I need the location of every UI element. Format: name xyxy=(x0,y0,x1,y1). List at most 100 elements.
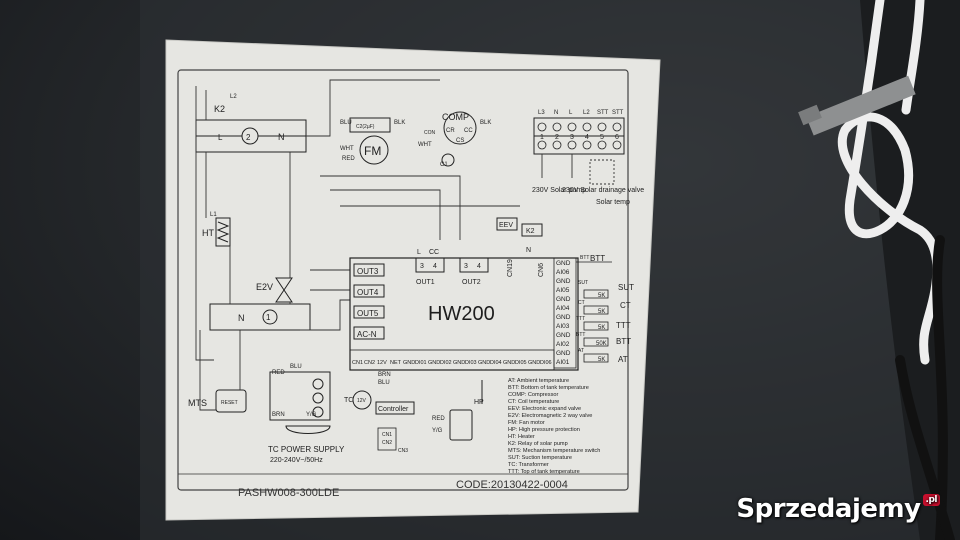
watermark-tld: .pl xyxy=(922,494,940,506)
cn-label: CN1 xyxy=(382,432,392,438)
fan-wire-red: RED xyxy=(342,156,355,162)
k2-box-label: K2 xyxy=(526,228,535,235)
comp-wire-wht: WHT xyxy=(418,142,432,148)
wire-label: Y/G xyxy=(306,412,317,418)
mts-switch xyxy=(215,389,247,413)
board-bottom-labels: CN1 CN2 12V NET GND DI01 GND DI02 GND DI… xyxy=(352,360,552,366)
reset-label: RESET xyxy=(221,400,238,406)
legend-item: COMP: Compressor xyxy=(508,392,558,398)
sensor-tag: CT xyxy=(578,300,585,306)
port-b: NET xyxy=(390,360,402,366)
term-num: 1 xyxy=(540,134,544,141)
legend-item: HT: Heater xyxy=(508,434,535,440)
sensor-tag: BTT xyxy=(580,255,589,261)
l-label-top: L xyxy=(218,133,223,142)
port-b: GND xyxy=(528,360,540,366)
inner-border xyxy=(177,69,629,491)
pin-3b: 3 xyxy=(464,263,468,270)
fan-wire-blk: BLK xyxy=(394,120,405,126)
wire-label: BLU xyxy=(290,364,302,370)
background-wires xyxy=(895,235,955,540)
term-num: 6 xyxy=(615,134,619,141)
cn-label: CN2 xyxy=(382,440,392,446)
port-r-ai01: AI01 xyxy=(556,359,570,366)
term-num: 2 xyxy=(555,134,559,141)
port-b: DI05 xyxy=(515,360,527,366)
pin-4b: 4 xyxy=(477,263,481,270)
port-out5: OUT5 xyxy=(357,309,379,318)
port-b: GND xyxy=(428,360,440,366)
power-terminal-labels: BRN BLU Y/G RED xyxy=(272,364,317,418)
comp-pin-cs: CS xyxy=(456,138,464,144)
hp-switch xyxy=(449,380,483,441)
terminal-top-labels: L3 N L L2 STT STT xyxy=(538,110,624,116)
port-n: N xyxy=(526,247,531,254)
legend-item: E2V: Electromagnetic 2 way valve xyxy=(508,413,592,419)
term-num: 5 xyxy=(600,134,604,141)
fan-wire-blu: BLU xyxy=(340,120,352,126)
wire-label: RED xyxy=(272,370,285,376)
port-out1: OUT1 xyxy=(416,279,435,286)
comp-wire-blk: BLK xyxy=(480,120,491,126)
port-b: DI04 xyxy=(490,360,502,366)
board-right-labels: GND AI06 GND AI05 GND AI04 GND AI03 GND … xyxy=(556,260,571,366)
comp-wire-con: CON xyxy=(424,130,436,136)
port-r-gnd: GND xyxy=(556,278,571,285)
sensor-tags: BTT SUT CT TTT BTT AT xyxy=(576,255,589,354)
legend-item: TTT: Top of tank temperature xyxy=(508,469,580,475)
term-top-label: STT xyxy=(612,110,624,116)
valve-e2v xyxy=(275,277,293,303)
port-r-ai06: AI06 xyxy=(556,269,570,276)
pin-l: L xyxy=(417,249,421,256)
sensor-label: BTT xyxy=(590,254,605,263)
board-top-ports: L CC 3 4 3 4 OUT1 OUT2 CN19 CN6 N xyxy=(415,247,545,286)
l2-label: L2 xyxy=(230,94,237,100)
cn-label: CN3 xyxy=(398,448,408,454)
load-solar-pump: 230V Solar pump xyxy=(532,187,586,194)
code-number: CODE:20130422-0004 xyxy=(456,479,568,491)
board-name: HW200 xyxy=(428,303,495,325)
port-b: CN1 xyxy=(352,360,363,366)
sensor-label: BTT xyxy=(616,337,631,346)
tc-label: TC xyxy=(344,397,353,404)
port-b: DI02 xyxy=(440,360,452,366)
solar-loads-wiring xyxy=(541,154,615,185)
port-r-gnd: GND xyxy=(556,314,571,321)
fan-label: FM xyxy=(364,144,381,158)
legend-item: MTS: Mechanism temperature switch xyxy=(508,448,600,454)
terminal-block xyxy=(533,117,625,155)
wire-blu-b: BLU xyxy=(378,380,390,386)
port-cn6: CN6 xyxy=(538,263,545,277)
term-top-label: L2 xyxy=(583,110,590,116)
ht-label: HT xyxy=(202,228,214,238)
watermark-text: Sprzedajemy xyxy=(736,494,921,524)
legend-item: K2: Relay of solar pump xyxy=(508,441,568,447)
controller-label: Controller xyxy=(378,406,409,413)
sensor-value: 50K xyxy=(596,341,607,347)
casing-edge xyxy=(860,0,960,540)
fan-cap-label: C2(2µF) xyxy=(356,124,375,130)
cn-connectors xyxy=(377,427,397,451)
board-left-ports: OUT3 OUT4 OUT5 AC-N xyxy=(353,263,385,340)
num-1-label: 1 xyxy=(266,313,271,322)
term-num: 4 xyxy=(585,134,589,141)
term-top-label: STT xyxy=(597,110,609,116)
power-supply-title: TC POWER SUPPLY xyxy=(268,445,345,454)
sensor-tag: TTT xyxy=(576,316,585,322)
port-b: 12V xyxy=(377,360,387,366)
l1-label: L1 xyxy=(210,212,217,218)
terminal-screws xyxy=(537,122,622,150)
watermark: Sprzedajemy.pl xyxy=(736,494,940,524)
load-drainage-valve: 230V Solar drainage valve xyxy=(562,187,644,194)
port-b: GND xyxy=(453,360,465,366)
legend-item: SUT: Suction temperature xyxy=(508,455,572,461)
port-b: GND xyxy=(503,360,515,366)
port-r-ai05: AI05 xyxy=(556,287,570,294)
mts-label: MTS xyxy=(188,398,207,408)
legend-item: BTT: Bottom of tank temperature xyxy=(508,385,589,391)
sensor-value: 5K xyxy=(598,357,605,363)
label-sticker xyxy=(165,39,661,521)
legend-item: HP: High pressure protection xyxy=(508,427,580,433)
eev-label: EEV xyxy=(499,222,513,229)
port-r-gnd: GND xyxy=(556,332,571,339)
